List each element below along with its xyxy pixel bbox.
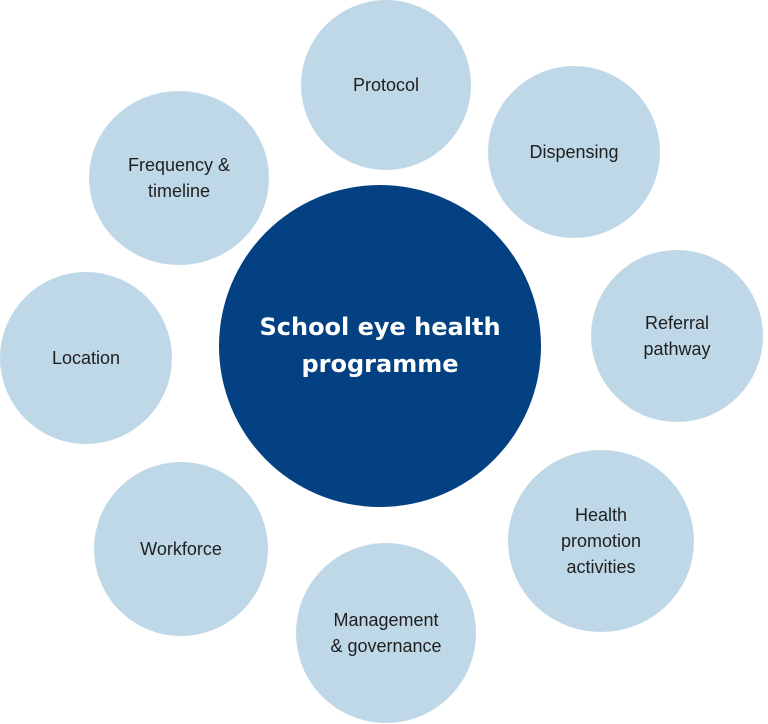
node-label: Frequency & timeline: [127, 154, 231, 201]
node-workforce: Workforce: [94, 462, 268, 636]
node-referral-pathway: Referral pathway: [591, 250, 763, 422]
node-label: Workforce: [140, 538, 222, 559]
node-label: Health promotion activities: [560, 504, 642, 578]
node-management-governance: Management & governance: [296, 543, 476, 723]
node-health-promotion-activities: Health promotion activities: [508, 450, 694, 632]
node-location: Location: [0, 272, 172, 444]
node-label: Management & governance: [330, 609, 442, 656]
node-label: Location: [51, 347, 121, 368]
node-label: Dispensing: [529, 141, 619, 162]
center-label: School eye health programme: [259, 312, 501, 378]
node-frequency-timeline: Frequency & timeline: [89, 91, 269, 265]
node-label: Referral pathway: [643, 312, 711, 359]
node-protocol: Protocol: [301, 0, 471, 170]
center-node-school-eye-health-programme: School eye health programme: [219, 185, 541, 507]
node-dispensing: Dispensing: [488, 66, 660, 238]
node-label: Protocol: [352, 74, 420, 95]
